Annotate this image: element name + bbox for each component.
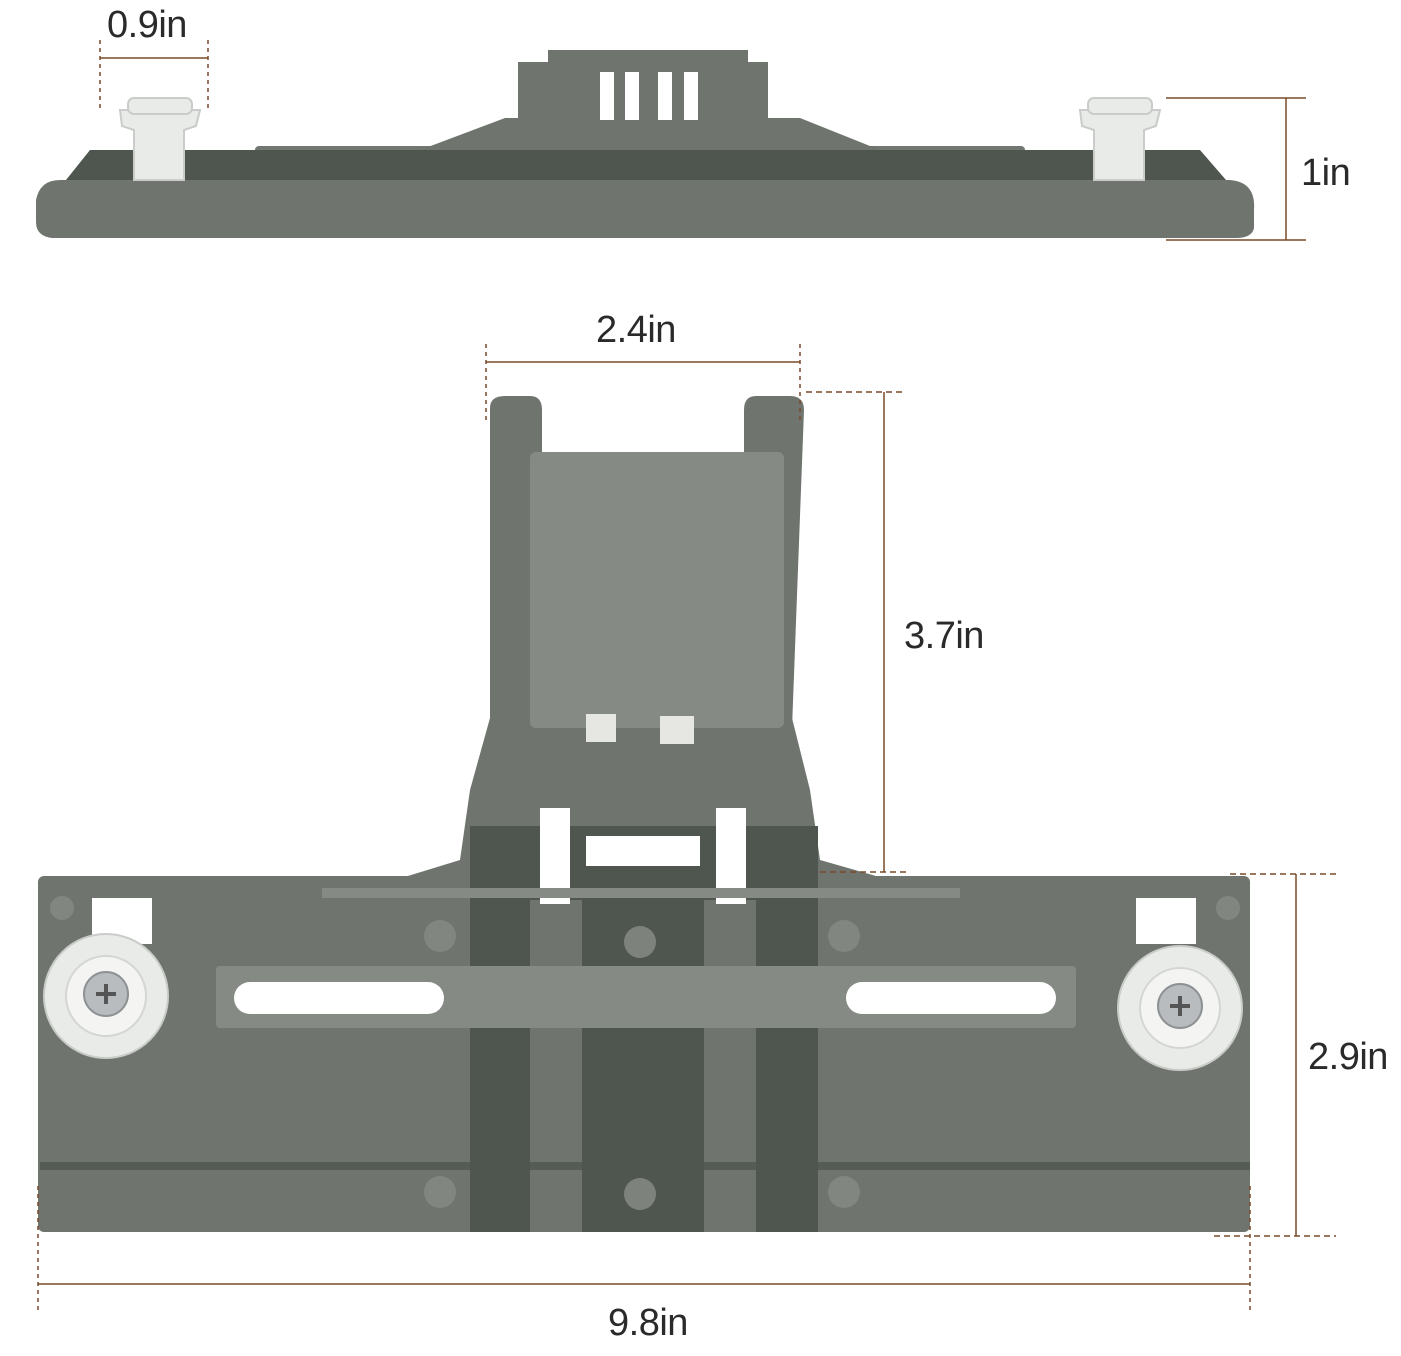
top-view-center-ramp [420, 118, 880, 150]
front-view-dot-4 [424, 1176, 456, 1208]
top-view-tab-window-3 [658, 72, 672, 120]
front-view-dot-6 [828, 1176, 860, 1208]
front-view-left-slot [234, 982, 444, 1014]
front-view-dot-1 [424, 920, 456, 952]
front-view-grille-bar-2 [704, 900, 756, 1232]
top-view-right-wheel [1078, 97, 1162, 181]
top-view-tab-window-2 [625, 72, 639, 120]
top-view-base-plate [36, 180, 1255, 238]
front-view-clip-dot-4 [692, 660, 724, 692]
front-view-clip-dot-1 [566, 478, 598, 510]
dimension-label-tab-height: 3.7in [904, 615, 984, 657]
front-view-dot-5 [624, 1178, 656, 1210]
top-view-left-wheel [118, 97, 202, 181]
front-view-left-wheel [43, 933, 169, 1059]
front-view-adjuster [38, 396, 1250, 1232]
front-view-dot-2 [624, 926, 656, 958]
front-view-rail-top [322, 888, 960, 898]
front-view-right-slot [846, 982, 1056, 1014]
front-view-clip [530, 452, 784, 728]
dimension-label-top-height: 1in [1301, 152, 1351, 194]
top-view-tab-window-4 [684, 72, 698, 120]
front-view-clip-dot-3 [566, 660, 598, 692]
front-view-dot-7 [50, 896, 74, 920]
front-view-tab-left-arm [490, 396, 542, 728]
front-view-clip-dot-2 [692, 478, 724, 510]
dimension-lines [37, 40, 1336, 1310]
top-view-tab [518, 50, 768, 124]
front-view-right-wheel [1117, 945, 1243, 1071]
front-view-rail-lower [40, 1162, 1250, 1170]
front-view-clip-foot-1 [586, 714, 616, 742]
front-view-right-latch [1136, 898, 1196, 944]
top-view-tab-window-1 [600, 72, 614, 120]
dimension-label-tab-width: 2.4in [596, 309, 676, 351]
dimension-label-total-width: 9.8in [608, 1302, 688, 1344]
front-view-dot-3 [828, 920, 860, 952]
front-view-dot-8 [1216, 896, 1240, 920]
dimension-label-body-height: 2.9in [1308, 1036, 1388, 1078]
dimension-label-top-wheel-width: 0.9in [107, 4, 187, 46]
front-view-grille-window [586, 836, 700, 866]
front-view-clip-foot-2 [660, 716, 694, 744]
front-view-grille-bar-1 [530, 900, 582, 1232]
front-view-grille [470, 826, 818, 1232]
top-view-adjuster [36, 50, 1255, 238]
